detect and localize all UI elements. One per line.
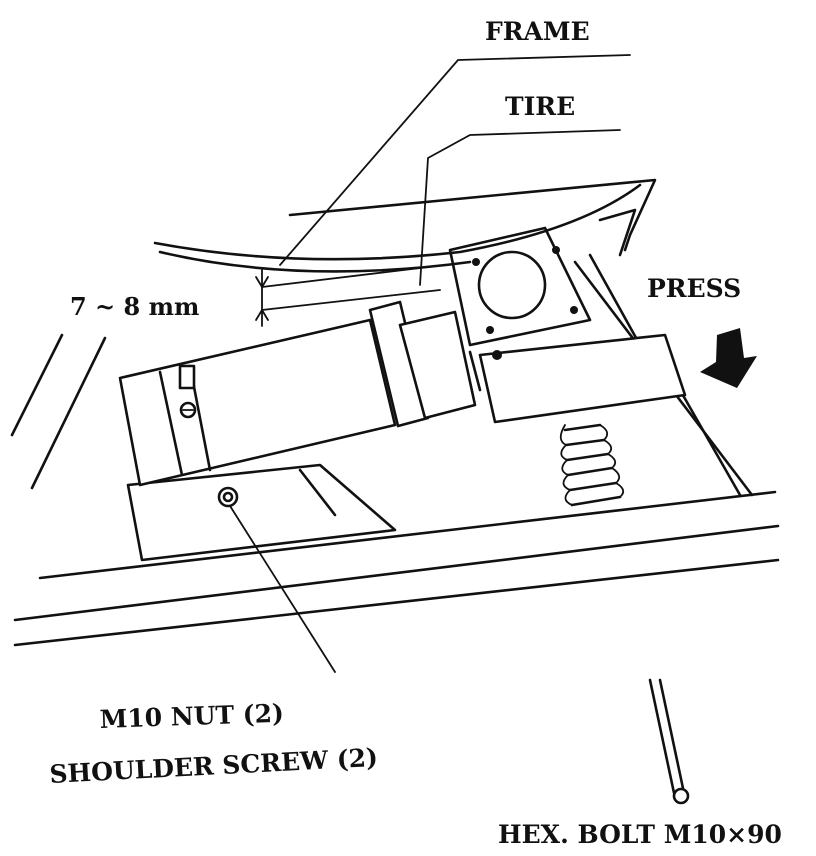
- press-plate: [478, 333, 687, 424]
- motor-tab: [178, 364, 196, 390]
- tire-label: TIRE: [505, 92, 575, 121]
- tire-and-frame: [153, 178, 657, 311]
- hex-bolt-drawing: [648, 678, 690, 805]
- bracket-edge: [298, 468, 337, 517]
- base-rails: [10, 333, 780, 647]
- drive-wheel: [477, 250, 547, 320]
- shoulder-screw-label: SHOULDER SCREW (2): [49, 743, 379, 789]
- motor-body: [118, 318, 397, 487]
- leader-lines: [224, 54, 631, 673]
- press-arrow-icon: [700, 328, 757, 388]
- spring: [559, 423, 625, 507]
- gap-label: 7 ~ 8 mm: [70, 292, 199, 321]
- nut-label: M10 NUT (2): [99, 699, 284, 734]
- hex-bolt-label: HEX. BOLT M10×90: [498, 820, 782, 849]
- frame-label: FRAME: [485, 17, 590, 46]
- press-label: PRESS: [647, 274, 741, 303]
- mounting-bracket: [126, 463, 397, 562]
- gap-dimension: [255, 269, 269, 327]
- motor-band: [158, 370, 184, 477]
- gearbox: [398, 310, 477, 420]
